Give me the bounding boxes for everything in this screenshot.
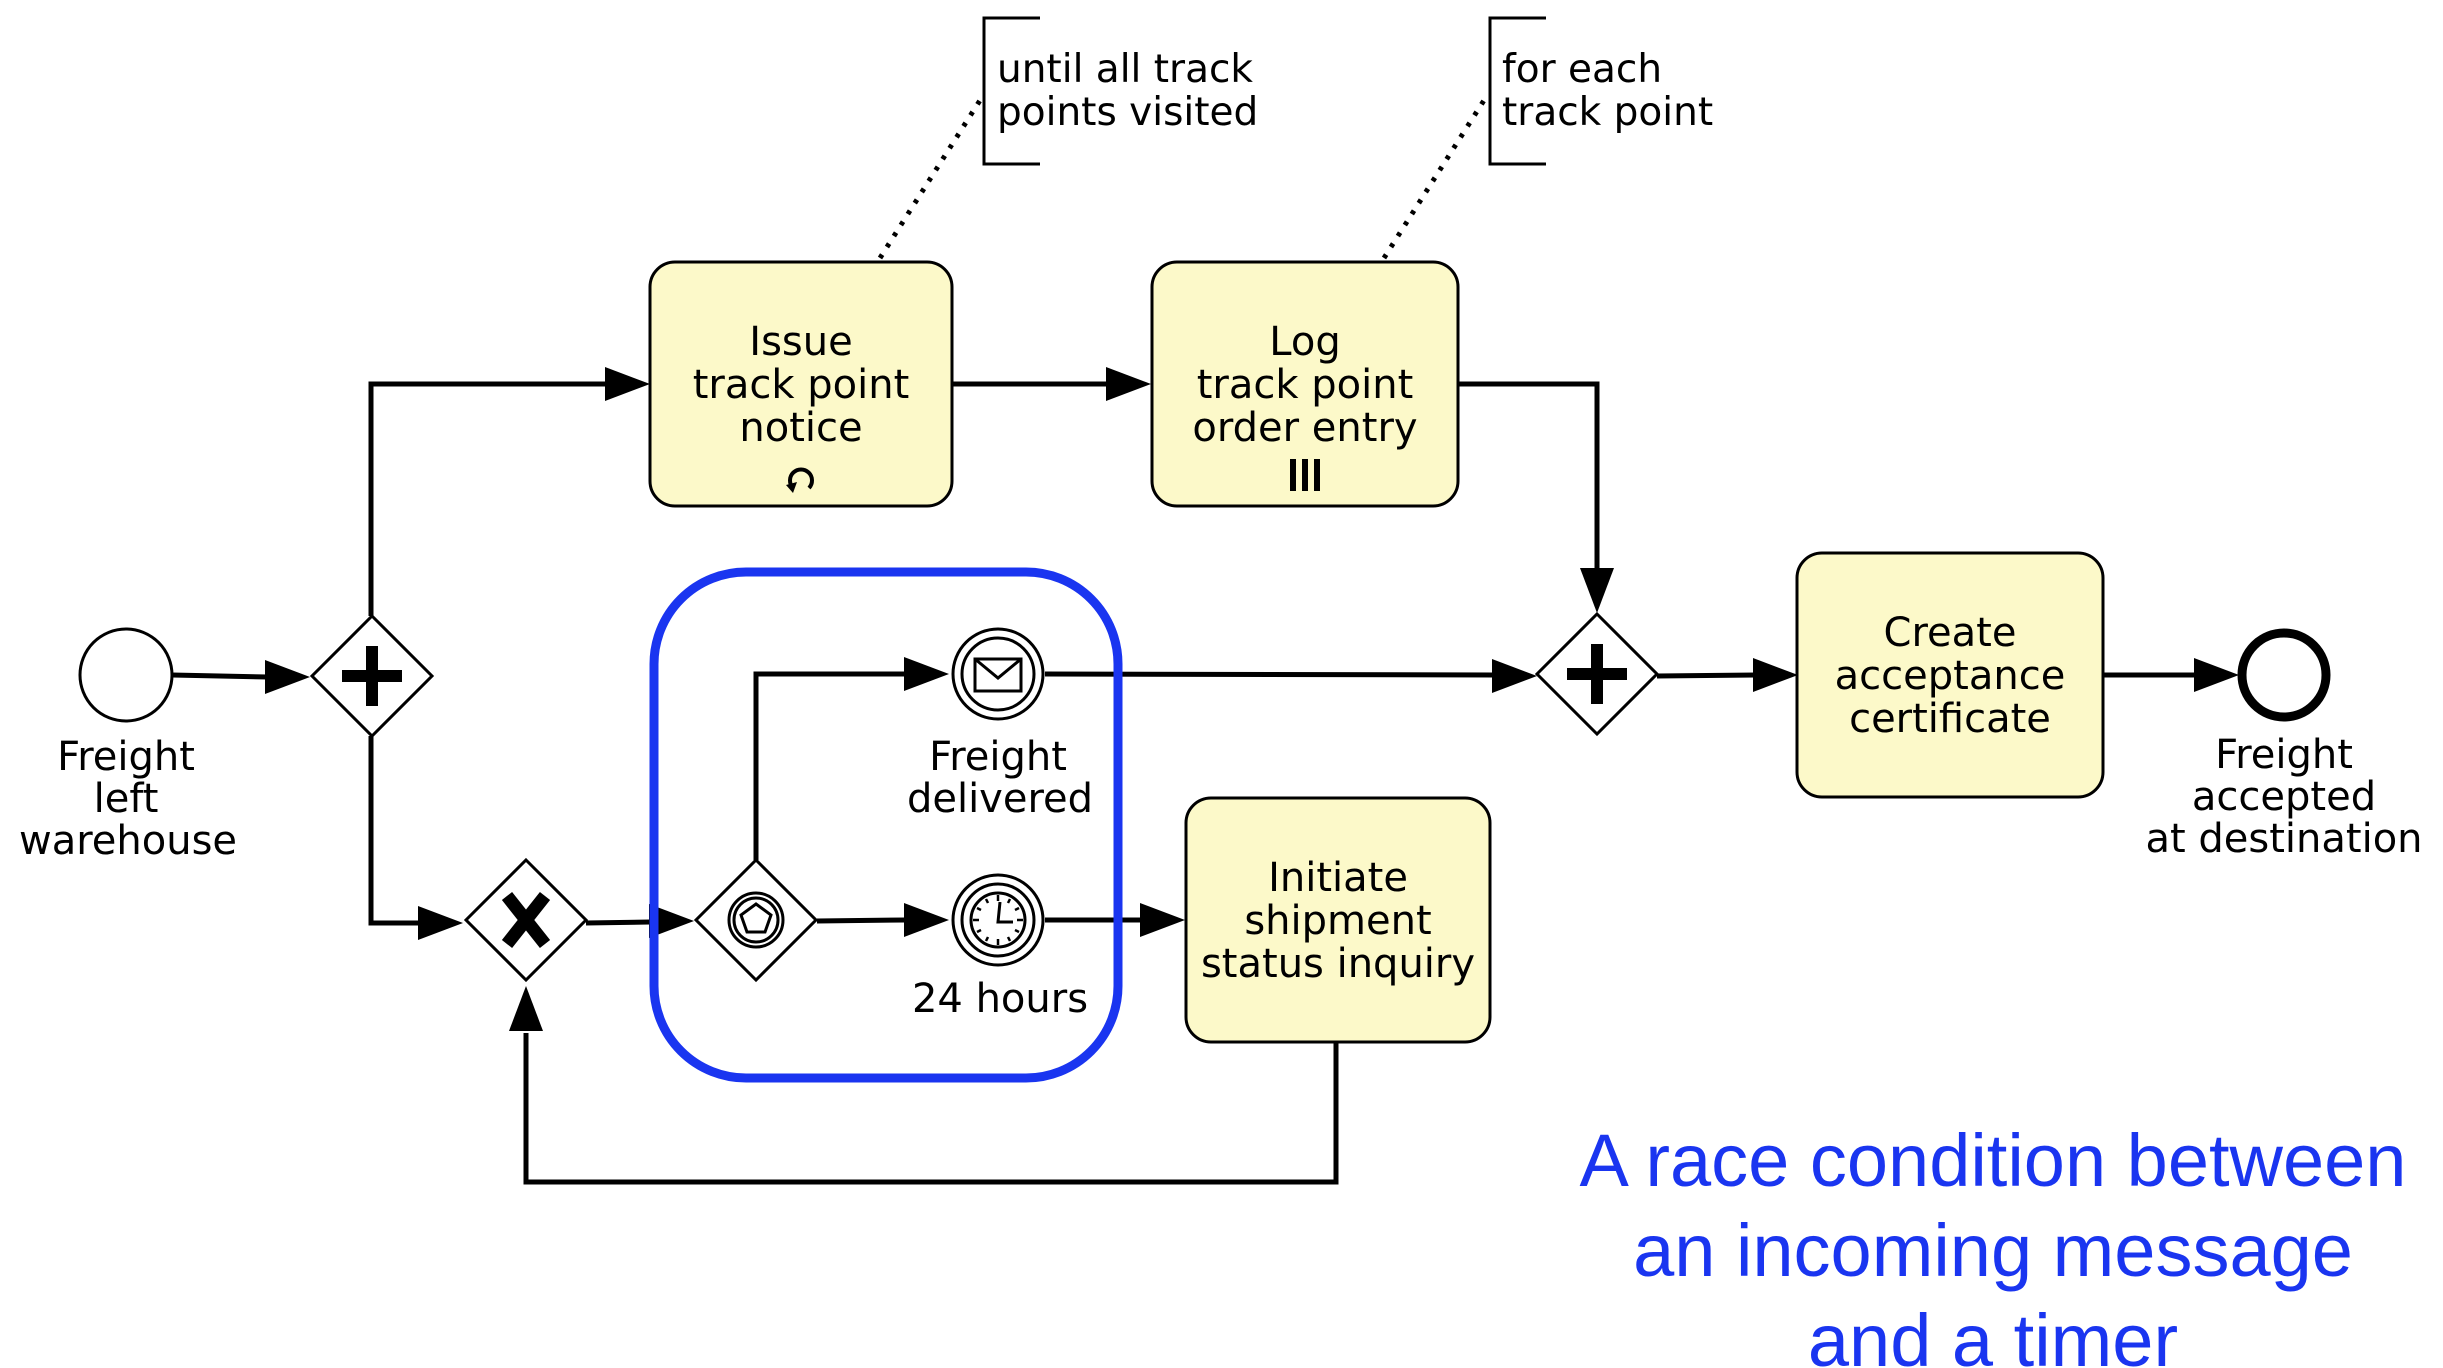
annotation-loop: until all track points visited: [877, 16, 1258, 260]
task-label: notice: [739, 405, 862, 451]
gateway-outer-ring: [727, 891, 785, 949]
flow-arrowhead: [1580, 568, 1614, 613]
timer-catch-event[interactable]: 24 hours: [912, 873, 1088, 1022]
flow-arrowhead: [1106, 367, 1151, 401]
flow-start-to-split[interactable]: [171, 672, 269, 680]
task-label: acceptance: [1835, 653, 2066, 699]
parallel-gateway-split[interactable]: [309, 613, 435, 739]
caption-line: an incoming message: [1633, 1209, 2353, 1292]
annotation-bracket: [1488, 16, 1546, 166]
task-label: shipment: [1244, 898, 1431, 944]
flow-arrowhead: [605, 367, 650, 401]
event-inner-ring: [960, 636, 1036, 712]
annotation-text: for each: [1502, 47, 1662, 92]
flow-eventgw-to-message[interactable]: [753, 671, 905, 860]
flow-arrowhead: [904, 903, 949, 937]
annotation-each: for each track point: [1381, 16, 1713, 260]
parallel-gateway-join[interactable]: [1534, 611, 1660, 737]
task-label: status inquiry: [1201, 941, 1475, 987]
task-label: certificate: [1849, 696, 2051, 742]
task-label: Log: [1269, 319, 1340, 365]
task-label: track point: [1197, 362, 1414, 408]
task-log-track-point-order-entry[interactable]: Log track point order entry: [1150, 260, 1460, 508]
event-label: accepted: [2192, 774, 2376, 820]
flow-arrowhead: [1140, 903, 1185, 937]
task-label: Issue: [749, 319, 852, 365]
event-label: left: [94, 776, 159, 822]
event-based-gateway[interactable]: [693, 857, 819, 983]
sequence-flows: [171, 367, 2239, 1185]
event-label: Freight: [2215, 732, 2353, 778]
flow-arrowhead: [509, 986, 543, 1031]
task-create-acceptance-certificate[interactable]: Create acceptance certificate: [1795, 551, 2105, 799]
end-event[interactable]: Freight accepted at destination: [2145, 628, 2423, 862]
gateway-diamond: [693, 857, 819, 983]
event-label: Freight: [57, 734, 195, 780]
flow-join-to-create[interactable]: [1656, 672, 1757, 679]
event-inner-ring: [960, 882, 1036, 958]
envelope-icon: [973, 657, 1023, 693]
event-label: warehouse: [19, 818, 237, 864]
task-label: order entry: [1192, 405, 1417, 451]
event-label: 24 hours: [912, 976, 1088, 1022]
task-label: Create: [1884, 610, 2017, 656]
flow-arrowhead: [649, 904, 694, 938]
caption: A race condition between an incoming mes…: [1580, 1119, 2407, 1368]
loop-marker: [786, 467, 814, 493]
exclusive-gateway-merge[interactable]: [463, 857, 589, 983]
flow-split-to-issue[interactable]: [368, 381, 608, 616]
task-label: track point: [693, 362, 910, 408]
end-event-circle: [2237, 628, 2331, 722]
start-event-circle: [78, 627, 174, 723]
pentagon-icon: [739, 902, 773, 934]
annotation-text: until all track: [997, 47, 1253, 92]
annotation-text: track point: [1502, 90, 1713, 135]
flow-arrowhead: [418, 906, 463, 940]
flow-merge-to-eventgw[interactable]: [585, 919, 651, 926]
x-icon: [501, 891, 551, 949]
annotation-text: points visited: [997, 90, 1258, 135]
flow-initiate-to-merge[interactable]: [523, 1033, 1339, 1185]
caption-line: A race condition between: [1580, 1119, 2407, 1202]
race-condition-highlight: [649, 567, 1123, 1083]
flow-arrowhead: [1753, 658, 1798, 692]
association-line: [1381, 92, 1491, 260]
message-catch-event[interactable]: Freight delivered: [907, 627, 1093, 822]
plus-icon: [1567, 644, 1627, 704]
plus-icon: [342, 646, 402, 706]
annotation-bracket: [982, 16, 1040, 166]
task-issue-track-point-notice[interactable]: Issue track point notice: [648, 260, 954, 508]
task-label: Initiate: [1268, 855, 1408, 901]
flow-log-to-join[interactable]: [1459, 381, 1600, 570]
caption-line: and a timer: [1808, 1299, 2178, 1368]
flow-arrowhead: [2194, 658, 2239, 692]
flow-arrowhead: [1492, 659, 1537, 693]
flow-eventgw-to-timer[interactable]: [816, 917, 906, 924]
flow-split-to-merge[interactable]: [368, 736, 420, 926]
gateway-inner-ring: [732, 896, 780, 944]
multi-instance-parallel-marker: [1290, 459, 1320, 491]
event-label: delivered: [907, 776, 1093, 822]
event-label: Freight: [929, 734, 1067, 780]
task-initiate-shipment-status-inquiry[interactable]: Initiate shipment status inquiry: [1184, 796, 1492, 1044]
flow-arrowhead: [904, 657, 949, 691]
flow-message-to-join[interactable]: [1044, 671, 1496, 678]
start-event[interactable]: Freight left warehouse: [19, 627, 237, 864]
association-line: [877, 92, 987, 260]
flow-arrowhead: [265, 660, 310, 694]
event-label: at destination: [2145, 816, 2422, 862]
clock-icon: [969, 891, 1027, 949]
